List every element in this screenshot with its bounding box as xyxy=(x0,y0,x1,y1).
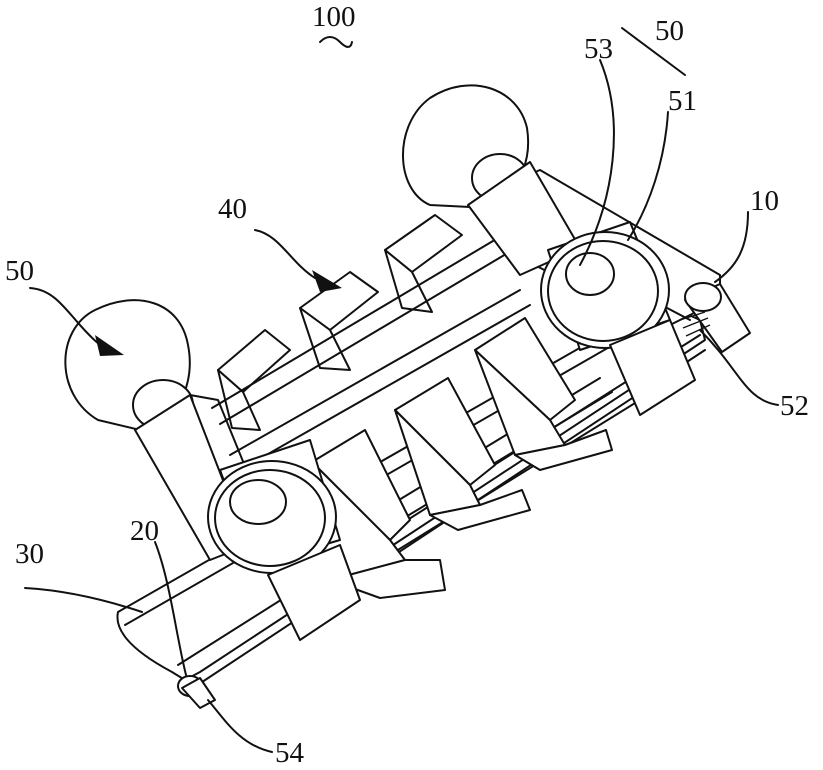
label-40: 40 xyxy=(218,193,247,225)
label-10: 10 xyxy=(750,185,779,217)
label-51: 51 xyxy=(668,85,697,117)
label-54: 54 xyxy=(275,737,305,769)
label-53: 53 xyxy=(584,33,613,65)
label-52: 52 xyxy=(780,390,809,422)
label-100: 100 xyxy=(312,1,356,33)
label-50-left: 50 xyxy=(5,255,34,287)
label-30: 30 xyxy=(15,538,44,570)
label-50-right: 50 xyxy=(655,15,684,47)
label-20: 20 xyxy=(130,515,159,547)
